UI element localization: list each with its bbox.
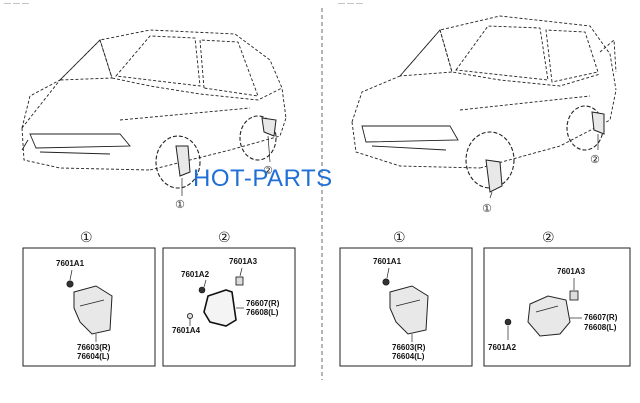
mud-flap-front-icon [73, 285, 113, 335]
left-box2-bolt-lead [203, 279, 207, 288]
left-box1-bolt-code: 7601A1 [56, 259, 85, 268]
left-box1-marker: ① [80, 230, 93, 246]
right-box1-marker: ① [393, 230, 406, 246]
lead-front-right [489, 191, 493, 199]
clip-icon [235, 276, 244, 286]
right-box2-flap-code-r: 76607(R) [584, 313, 618, 322]
left-box2-marker: ② [218, 230, 231, 246]
bolt-icon [198, 286, 206, 294]
left-box2-clip-lead [239, 267, 243, 277]
right-box2-bolt-code: 7601A2 [488, 343, 517, 352]
left-box2-clip-code: 7601A3 [229, 257, 258, 266]
left-box2-bolt-code: 7601A2 [181, 270, 210, 279]
right-box2-marker: ② [542, 230, 555, 246]
left-car-callout-front: ① [175, 198, 185, 211]
right-box1-bolt-lead [386, 267, 390, 279]
header-fragment-left: — — — [4, 0, 29, 7]
left-box1-flap-code-r: 76603(R) [77, 343, 111, 352]
left-car-callout-rear: ② [263, 164, 273, 177]
hatchback-illustration [21, 29, 287, 189]
right-box2-flap-detail [535, 305, 559, 313]
bolt-icon [382, 278, 390, 286]
left-box2-screw-code: 7601A4 [172, 326, 201, 335]
watermark: HOT-PARTS [193, 165, 333, 192]
screw-icon [186, 312, 193, 319]
header-fragment-right: — — — [338, 0, 363, 7]
bolt-icon [504, 318, 512, 326]
mud-flap-rear-icon [203, 289, 237, 327]
right-box1-flap-code-r: 76603(R) [392, 343, 426, 352]
left-box2-flap-code-l: 76608(L) [246, 308, 279, 317]
left-box1-bolt-lead [69, 269, 73, 281]
left-box1-flap-code-l: 76604(L) [77, 352, 110, 361]
mud-flap-front-icon [389, 285, 429, 335]
left-box2-flap-code-r: 76607(R) [246, 299, 280, 308]
clip-icon [569, 290, 579, 301]
right-box2-clip-code: 7601A3 [557, 267, 586, 276]
right-box1-bolt-code: 7601A1 [373, 257, 402, 266]
sedan-illustration [351, 15, 617, 193]
right-car-callout-rear: ② [590, 153, 600, 166]
right-box1-flap-code-l: 76604(L) [392, 352, 425, 361]
right-box1-flap-detail [395, 299, 421, 307]
bolt-icon [66, 280, 74, 288]
left-box1-flap-detail [79, 299, 105, 307]
mud-flap-rear-icon [527, 295, 571, 337]
right-box2-flap-code-l: 76608(L) [584, 323, 617, 332]
lead-rear-left [267, 135, 271, 163]
right-car-callout-front: ① [482, 202, 492, 215]
